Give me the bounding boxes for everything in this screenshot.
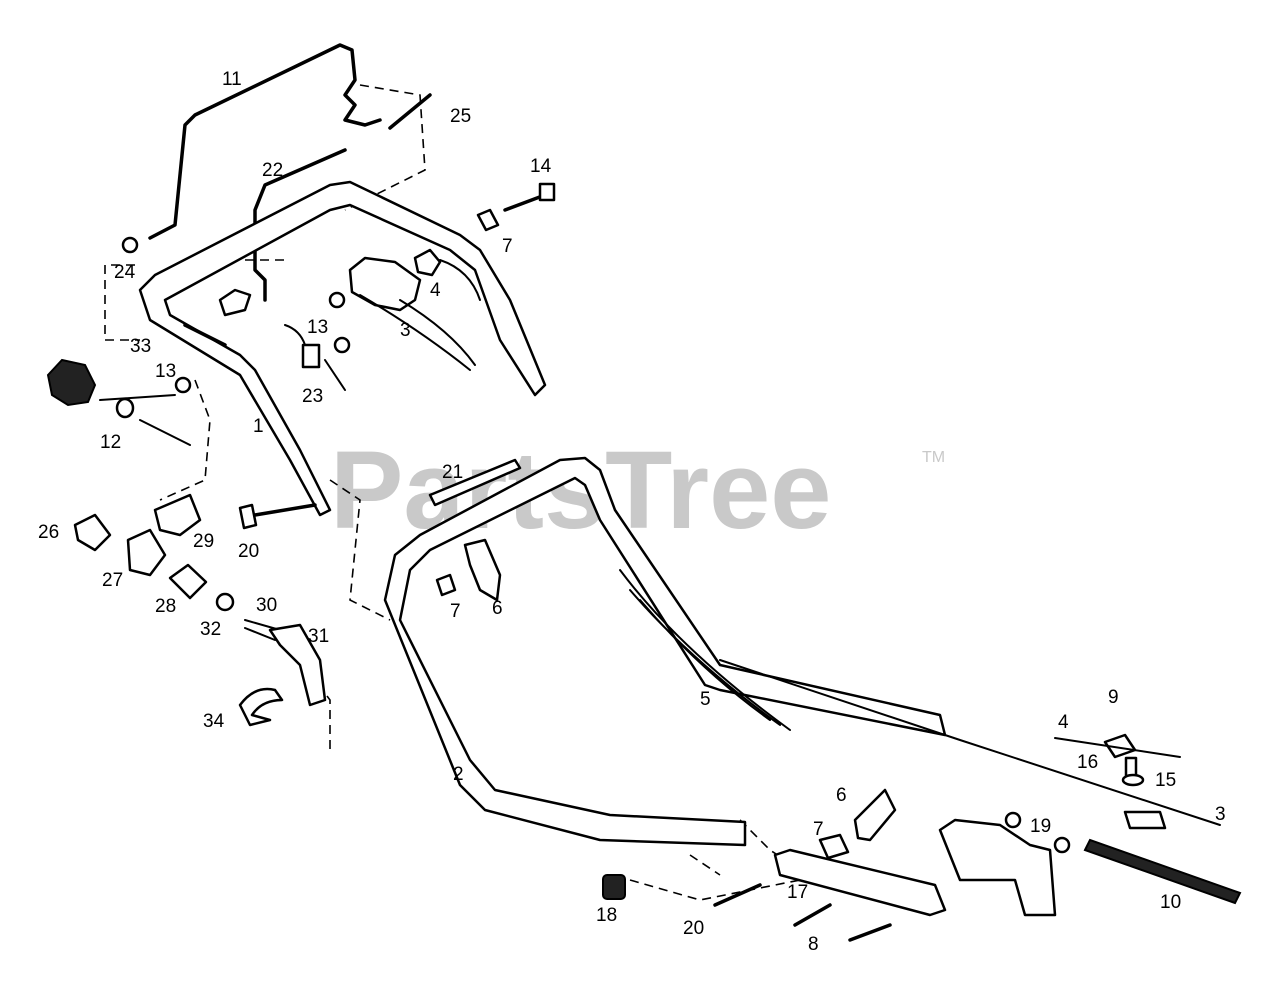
callout-33: 33: [130, 336, 151, 357]
callout-22: 22: [262, 160, 283, 181]
part-34-hose-clamp: [238, 687, 284, 727]
callout-34: 34: [203, 711, 225, 732]
part-26-cap: [73, 513, 112, 552]
callout-6b: 6: [836, 785, 847, 806]
part-12-knob: [46, 358, 97, 407]
callout-28: 28: [155, 596, 176, 617]
part-20-bolt-upper: [253, 503, 317, 517]
callout-7c: 7: [813, 819, 824, 840]
callout-25: 25: [450, 106, 471, 127]
part-13-star-washer-3: [174, 376, 192, 394]
part-23-bracket: [301, 343, 321, 369]
part-29-bracket: [153, 493, 202, 537]
callout-4a: 4: [430, 280, 441, 301]
part-15-washer: [1121, 773, 1145, 787]
part-14-bolt-head: [538, 182, 556, 202]
part-21-strip: [428, 458, 522, 507]
callout-11: 11: [222, 69, 242, 90]
callout-18: 18: [596, 905, 617, 926]
callout-1: 1: [253, 416, 264, 437]
part-13-star-washer: [328, 291, 346, 309]
part-13-star-washer-2: [333, 336, 351, 354]
part-3-cable-upper: [359, 294, 476, 371]
callout-10: 10: [1160, 892, 1181, 913]
callout-15: 15: [1155, 770, 1176, 791]
callout-24: 24: [114, 262, 136, 283]
part-15-bracket: [1123, 810, 1167, 830]
part-5-cable-bundle: [619, 569, 1221, 826]
part-6-knob-lower: [853, 788, 897, 842]
part-28-sleeve: [168, 563, 208, 600]
part-20-bolt-upper-head: [238, 503, 258, 530]
callout-3a: 3: [400, 320, 411, 341]
callout-26: 26: [38, 522, 59, 543]
part-18-ferrule: [602, 874, 626, 900]
callout-21: 21: [442, 462, 463, 483]
part-11-bail-bar: [148, 43, 382, 240]
part-23-spring: [284, 324, 346, 391]
part-19-nut-a: [1004, 811, 1022, 829]
callout-30: 30: [256, 595, 277, 616]
callout-14: 14: [530, 156, 552, 177]
part-3-control-box: [348, 256, 422, 312]
part-17-bracket: [773, 848, 947, 917]
callout-27: 27: [102, 570, 123, 591]
callout-3b: 3: [1215, 804, 1226, 825]
part-24-lever: [218, 288, 252, 317]
callout-7b: 7: [450, 601, 461, 622]
part-12-screw: [99, 394, 191, 446]
callout-8: 8: [808, 934, 819, 955]
part-8-bolt-b: [848, 923, 892, 942]
part-12-washer: [115, 397, 135, 419]
callout-9: 9: [1108, 687, 1119, 708]
callout-16: 16: [1077, 752, 1098, 773]
part-6-knob-middle: [463, 538, 502, 602]
part-4-clip: [413, 248, 442, 277]
watermark-tm: TM: [922, 449, 945, 466]
part-19-nut-b: [1053, 836, 1071, 854]
callout-31: 31: [308, 626, 329, 647]
watermark-text: PartsTree: [330, 429, 831, 552]
callout-19: 19: [1030, 816, 1051, 837]
part-2-lower-handle: [383, 456, 947, 847]
part-1-upper-handle: [138, 180, 547, 517]
part-7-nut-middle: [435, 573, 457, 597]
callout-20a: 20: [238, 541, 259, 562]
callout-29: 29: [193, 531, 214, 552]
part-10-spring: [1083, 838, 1242, 905]
upper-assembly-dashed-outline: [104, 84, 426, 621]
callout-13a: 13: [307, 317, 328, 338]
callout-6a: 6: [492, 598, 503, 619]
callout-23: 23: [302, 386, 323, 407]
callout-32: 32: [200, 619, 221, 640]
callout-17: 17: [787, 882, 808, 903]
part-25-pin: [388, 93, 432, 130]
part-8-bolt-a: [793, 903, 832, 927]
callout-12: 12: [100, 432, 121, 453]
callout-5: 5: [700, 689, 711, 710]
part-4-cable-upper: [439, 259, 481, 301]
callout-2: 2: [453, 764, 464, 785]
part-32-nut: [215, 592, 235, 612]
part-7-nut-upper: [476, 208, 500, 232]
part-20-bolt-lower: [713, 883, 762, 907]
callout-13b: 13: [155, 361, 176, 382]
part-33-strip: [183, 323, 227, 347]
part-27-clamp: [126, 528, 167, 577]
part-7-nut-lower: [818, 833, 850, 860]
part-31-spring-conduit: [268, 623, 327, 707]
callout-20b: 20: [683, 918, 704, 939]
part-14-bolt: [503, 193, 547, 212]
part-24-fitting: [121, 236, 139, 254]
part-4-cable-lower: [1054, 737, 1181, 758]
callout-7a: 7: [502, 236, 513, 257]
deck-bracket: [938, 818, 1057, 917]
lower-assembly-dashed-outline: [299, 659, 801, 901]
callout-4b: 4: [1058, 712, 1069, 733]
